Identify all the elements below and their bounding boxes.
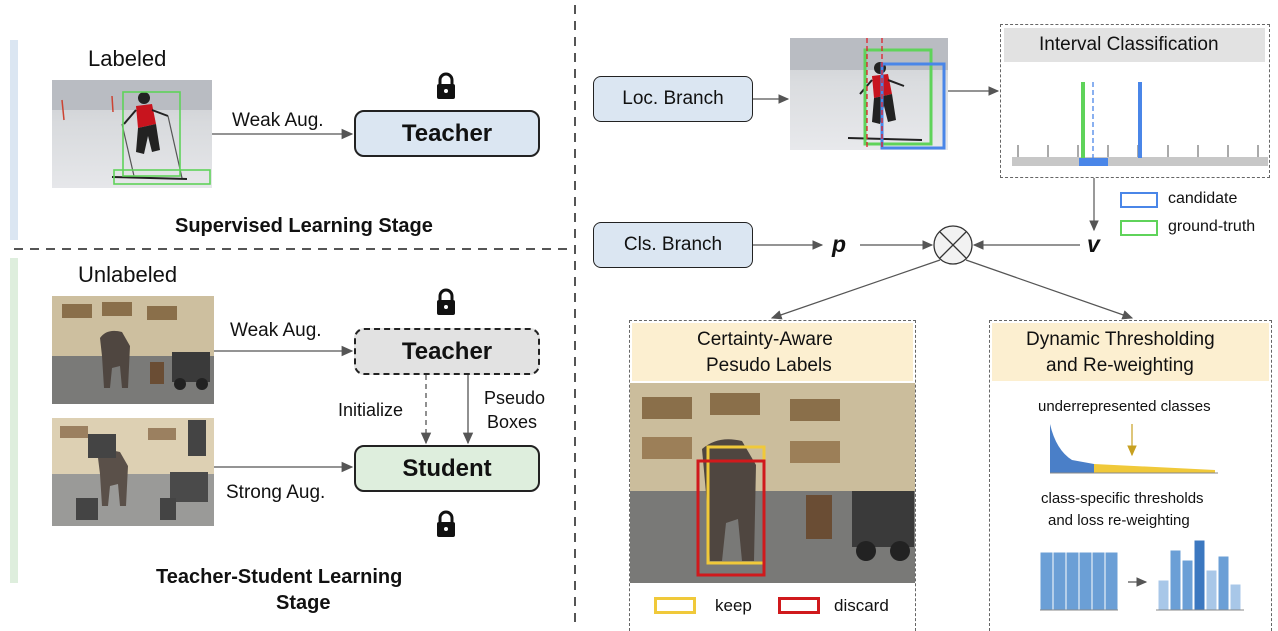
- cls-branch-box: Cls. Branch: [593, 222, 753, 268]
- certainty-aware-title-line2: Pesudo Labels: [706, 355, 832, 376]
- teacher-student-stage-title-line2: Stage: [276, 592, 331, 614]
- teacher-box-top: Teacher: [354, 110, 540, 157]
- student-box: Student: [354, 445, 540, 492]
- legend-candidate-swatch: [1120, 192, 1158, 208]
- loc-branch-box: Loc. Branch: [593, 76, 753, 122]
- certainty-aware-panel: [629, 320, 916, 631]
- legend-candidate-label: candidate: [1168, 190, 1238, 207]
- teacher-student-stage-title-line1: Teacher-Student Learning: [156, 566, 403, 588]
- keep-swatch: [654, 597, 696, 614]
- strong-aug-label: Strong Aug.: [226, 482, 326, 503]
- strong-aug-street-image: [52, 418, 214, 526]
- weak-aug-label-bottom: Weak Aug.: [230, 320, 322, 341]
- dynamic-thresholding-panel: [989, 320, 1272, 631]
- lock-icon-middle: [437, 288, 455, 315]
- unlabeled-street-image: [52, 296, 214, 404]
- keep-label: keep: [715, 596, 752, 615]
- labeled-label: Labeled: [88, 46, 167, 71]
- certainty-aware-header: [632, 323, 913, 381]
- underrepresented-classes-label: underrepresented classes: [1038, 398, 1211, 415]
- unlabeled-label: Unlabeled: [78, 262, 178, 287]
- labeled-skier-image: [52, 80, 212, 188]
- interval-classification-header: [1004, 28, 1265, 62]
- teacher-box-bottom: Teacher: [354, 328, 540, 375]
- lock-icon-top: [437, 72, 455, 99]
- dynamic-thresholding-header: [992, 323, 1269, 381]
- pseudo-boxes-label-line2: Boxes: [487, 412, 538, 432]
- class-specific-label-line1: class-specific thresholds: [1041, 490, 1204, 507]
- interval-classification-panel: Interval Classification: [1000, 24, 1270, 178]
- certainty-aware-title-line1: Certainty-Aware: [697, 329, 833, 350]
- v-symbol: v: [1087, 231, 1100, 257]
- lock-icon-bottom: [437, 510, 455, 537]
- interval-classification-title: Interval Classification: [1039, 34, 1219, 55]
- multiply-node-icon: [933, 225, 973, 265]
- supervised-stage-accent-bar: [10, 40, 18, 240]
- supervised-stage-title: Supervised Learning Stage: [175, 215, 433, 237]
- legend-ground-truth-swatch: [1120, 220, 1158, 236]
- certainty-street-image: [630, 383, 915, 583]
- dynamic-thresholding-title-line1: Dynamic Thresholding: [1026, 329, 1215, 350]
- initialize-label: Initialize: [338, 400, 404, 420]
- pseudo-boxes-label-line1: Pseudo: [484, 388, 546, 408]
- p-symbol: p: [832, 231, 847, 257]
- discard-label: discard: [834, 596, 889, 615]
- weak-aug-label-top: Weak Aug.: [232, 110, 324, 131]
- class-specific-label-line2: and loss re-weighting: [1048, 512, 1190, 529]
- legend-ground-truth-label: ground-truth: [1168, 218, 1256, 235]
- teacher-student-stage-accent-bar: [10, 258, 18, 583]
- dynamic-thresholding-title-line2: and Re-weighting: [1046, 355, 1194, 376]
- discard-swatch: [778, 597, 820, 614]
- loc-skier-image: [790, 38, 948, 150]
